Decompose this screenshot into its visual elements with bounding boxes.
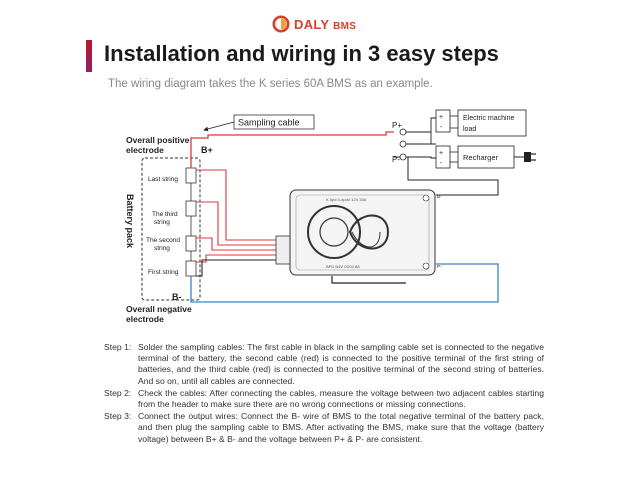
step-text: Connect the output wires: Connect the B-… bbox=[138, 411, 544, 444]
negative-electrode-label-2: electrode bbox=[126, 314, 164, 324]
bms-board: K 5pd 0-4pdd 12V 30A BPD B4V G204 8A bbox=[289, 189, 436, 276]
output-bus bbox=[406, 117, 436, 159]
svg-text:-: - bbox=[440, 124, 443, 131]
bms-pin-p-minus: P- bbox=[437, 264, 442, 269]
step-text: Solder the sampling cables: The first ca… bbox=[138, 342, 544, 386]
step-2: Step 2: Check the cables: After connecti… bbox=[104, 388, 544, 410]
title-accent-bar bbox=[86, 40, 92, 72]
positive-electrode-label-2: electrode bbox=[126, 145, 164, 155]
battery-pack-frame bbox=[141, 157, 201, 301]
battery-cells bbox=[185, 167, 197, 277]
output-terminals bbox=[399, 128, 407, 161]
step-label: Step 1: bbox=[104, 342, 132, 352]
b-plus-wire bbox=[190, 131, 394, 168]
b-minus-label: B- bbox=[172, 292, 182, 302]
brand-name: DALY BMS bbox=[294, 16, 357, 32]
step-1: Step 1: Solder the sampling cables: The … bbox=[104, 342, 544, 387]
bms-pin-b-minus: B- bbox=[437, 194, 442, 199]
step-text: Check the cables: After connecting the c… bbox=[138, 387, 544, 410]
page-subtitle: The wiring diagram takes the K series 60… bbox=[108, 78, 433, 90]
svg-text:+: + bbox=[439, 114, 443, 121]
positive-electrode-label: Overall positive bbox=[126, 135, 190, 145]
p-plus-label: P+ bbox=[392, 121, 402, 130]
brand-logo: DALY BMS bbox=[272, 15, 356, 33]
recharger-label: Recharger bbox=[463, 153, 499, 162]
b-minus-wire bbox=[190, 263, 499, 303]
sampling-connector bbox=[275, 235, 291, 265]
sampling-wire-black bbox=[196, 259, 276, 277]
page-title: Installation and wiring in 3 easy steps bbox=[104, 41, 499, 66]
step-3: Step 3: Connect the output wires: Connec… bbox=[104, 411, 544, 445]
p-minus-label: P- bbox=[392, 155, 400, 164]
bms-black-wire bbox=[331, 276, 406, 284]
daly-logo-icon bbox=[272, 15, 290, 33]
load-label: Electric machine bbox=[463, 115, 514, 122]
step-label: Step 2: bbox=[104, 387, 132, 398]
string-label-last: Last string bbox=[148, 176, 178, 183]
battery-pack-label: Battery pack bbox=[125, 194, 135, 249]
sampling-cable-arrow bbox=[203, 121, 235, 132]
load-label-2: load bbox=[463, 126, 476, 133]
svg-text:K 5pd 0-4pdd 12V 30A: K 5pd 0-4pdd 12V 30A bbox=[326, 197, 367, 202]
svg-text:-: - bbox=[440, 160, 443, 167]
recharger: + - bbox=[435, 145, 524, 169]
svg-text:+: + bbox=[439, 150, 443, 157]
step-label: Step 3: bbox=[104, 411, 132, 422]
string-label-first: First string bbox=[148, 269, 179, 276]
sampling-wires bbox=[196, 169, 276, 263]
electric-machine-load: + - bbox=[435, 109, 527, 137]
steps-list: Step 1: Solder the sampling cables: The … bbox=[104, 342, 544, 446]
b-plus-label: B+ bbox=[201, 145, 213, 155]
svg-text:BPD B4V G204 8A: BPD B4V G204 8A bbox=[326, 264, 360, 269]
negative-electrode-label: Overall negative bbox=[126, 304, 192, 314]
sampling-cable-label: Sampling cable bbox=[238, 118, 300, 128]
plug-icon bbox=[524, 152, 536, 162]
